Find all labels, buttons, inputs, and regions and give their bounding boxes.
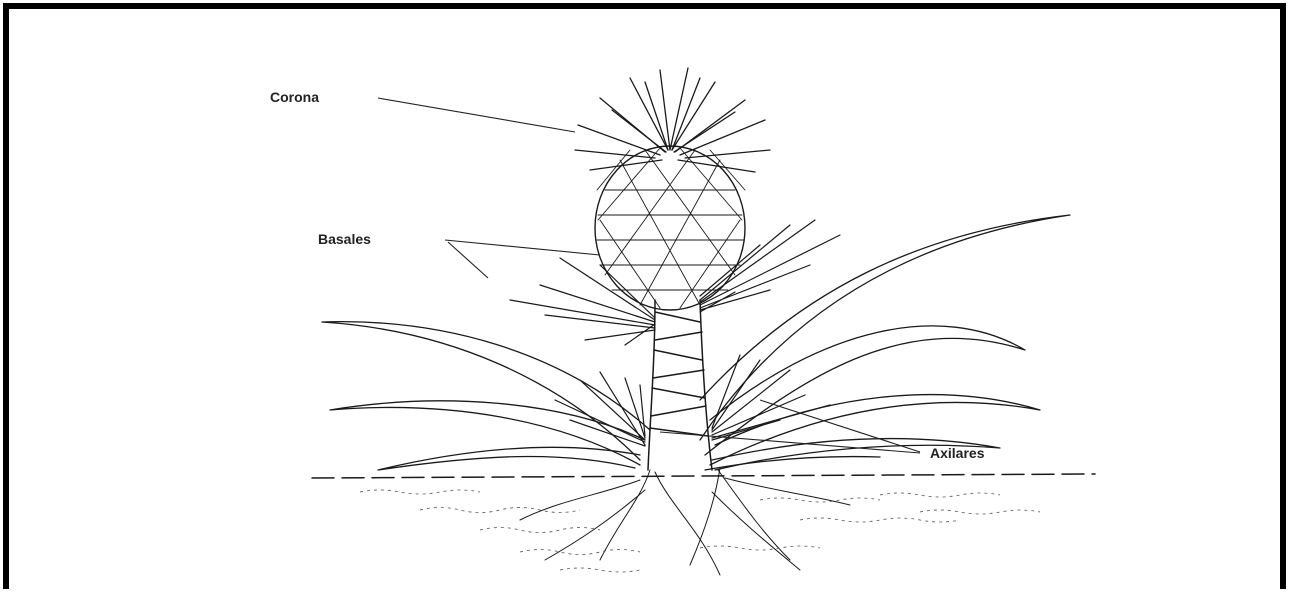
soil-texture <box>360 490 1040 572</box>
stem <box>648 300 712 470</box>
leader-basales-2 <box>448 242 488 278</box>
leader-basales-1 <box>445 240 600 255</box>
crown <box>575 68 770 172</box>
leader-axilares-2 <box>660 432 920 453</box>
basal-leaves <box>322 215 1070 470</box>
soil-line <box>312 474 1095 478</box>
label-axilares: Axilares <box>930 445 985 461</box>
leader-corona <box>378 98 575 132</box>
roots <box>520 468 850 575</box>
basal-slips <box>510 220 840 345</box>
label-basales: Basales <box>318 231 371 247</box>
leader-axilares-1 <box>760 400 920 452</box>
label-corona: Corona <box>270 89 319 105</box>
